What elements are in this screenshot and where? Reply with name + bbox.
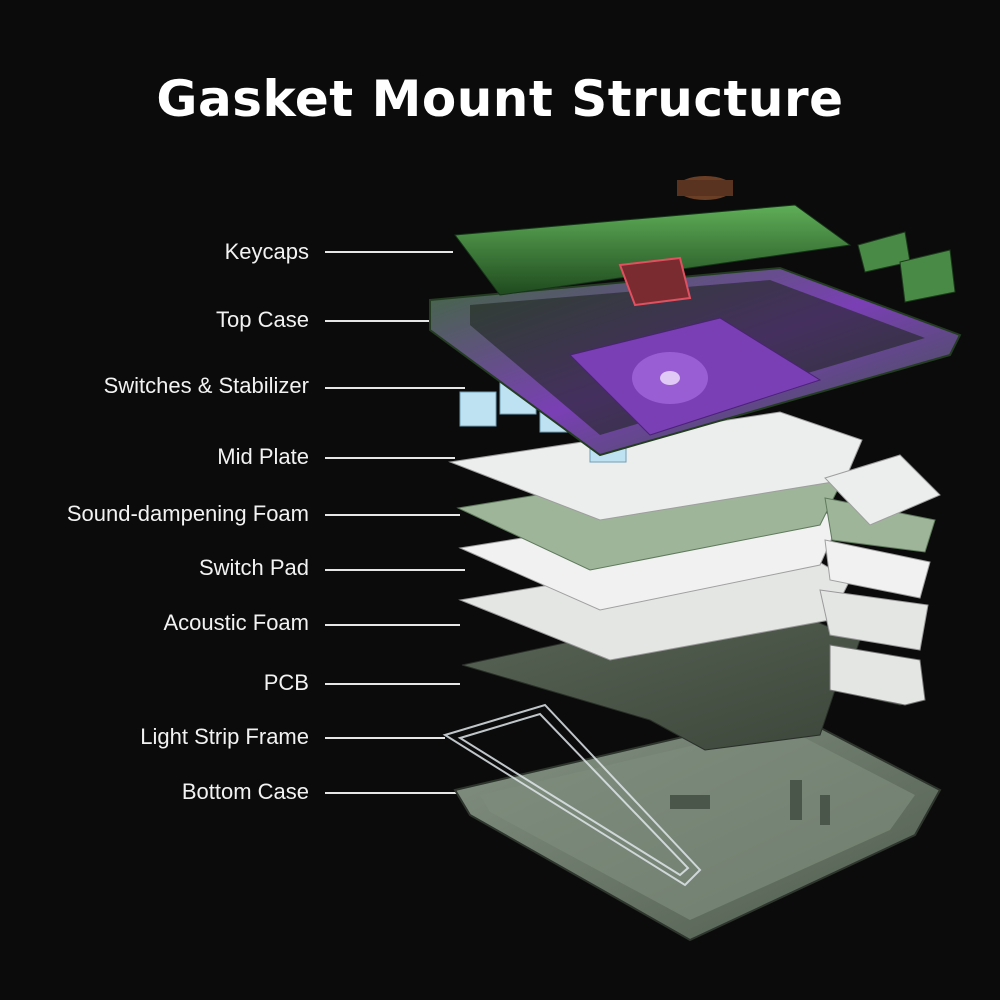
label-switches-stabilizer: Switches & Stabilizer (103, 373, 309, 398)
leader-light-strip (325, 737, 445, 739)
leader-pcb (325, 683, 460, 685)
label-sound-dampening-foam: Sound-dampening Foam (66, 501, 309, 526)
mid-plate-layer (448, 411, 941, 526)
label-top-case: Top Case (216, 307, 309, 332)
leader-switches (325, 387, 465, 389)
leader-keycaps (325, 251, 453, 253)
label-acoustic-foam: Acoustic Foam (163, 610, 310, 635)
top-case-layer (429, 266, 962, 457)
label-switch-pad: Switch Pad (198, 555, 309, 580)
label-keycaps: Keycaps (224, 239, 309, 264)
light-strip-frame-layer (442, 703, 702, 887)
leader-acoustic-foam (325, 624, 460, 626)
label-bottom-case: Bottom Case (181, 779, 309, 804)
page-title: Gasket Mount Structure (156, 70, 844, 128)
leader-top-case (325, 320, 460, 322)
leader-mid-plate (325, 457, 455, 459)
pcb-layer (461, 599, 926, 751)
leader-switch-pad (325, 569, 465, 571)
label-pcb: PCB (263, 670, 309, 695)
label-mid-plate: Mid Plate (217, 444, 309, 469)
label-light-strip-frame: Light Strip Frame (140, 724, 309, 749)
leader-bottom-case (325, 792, 460, 794)
keycaps-layer (454, 176, 956, 307)
leader-sound-foam (325, 514, 460, 516)
